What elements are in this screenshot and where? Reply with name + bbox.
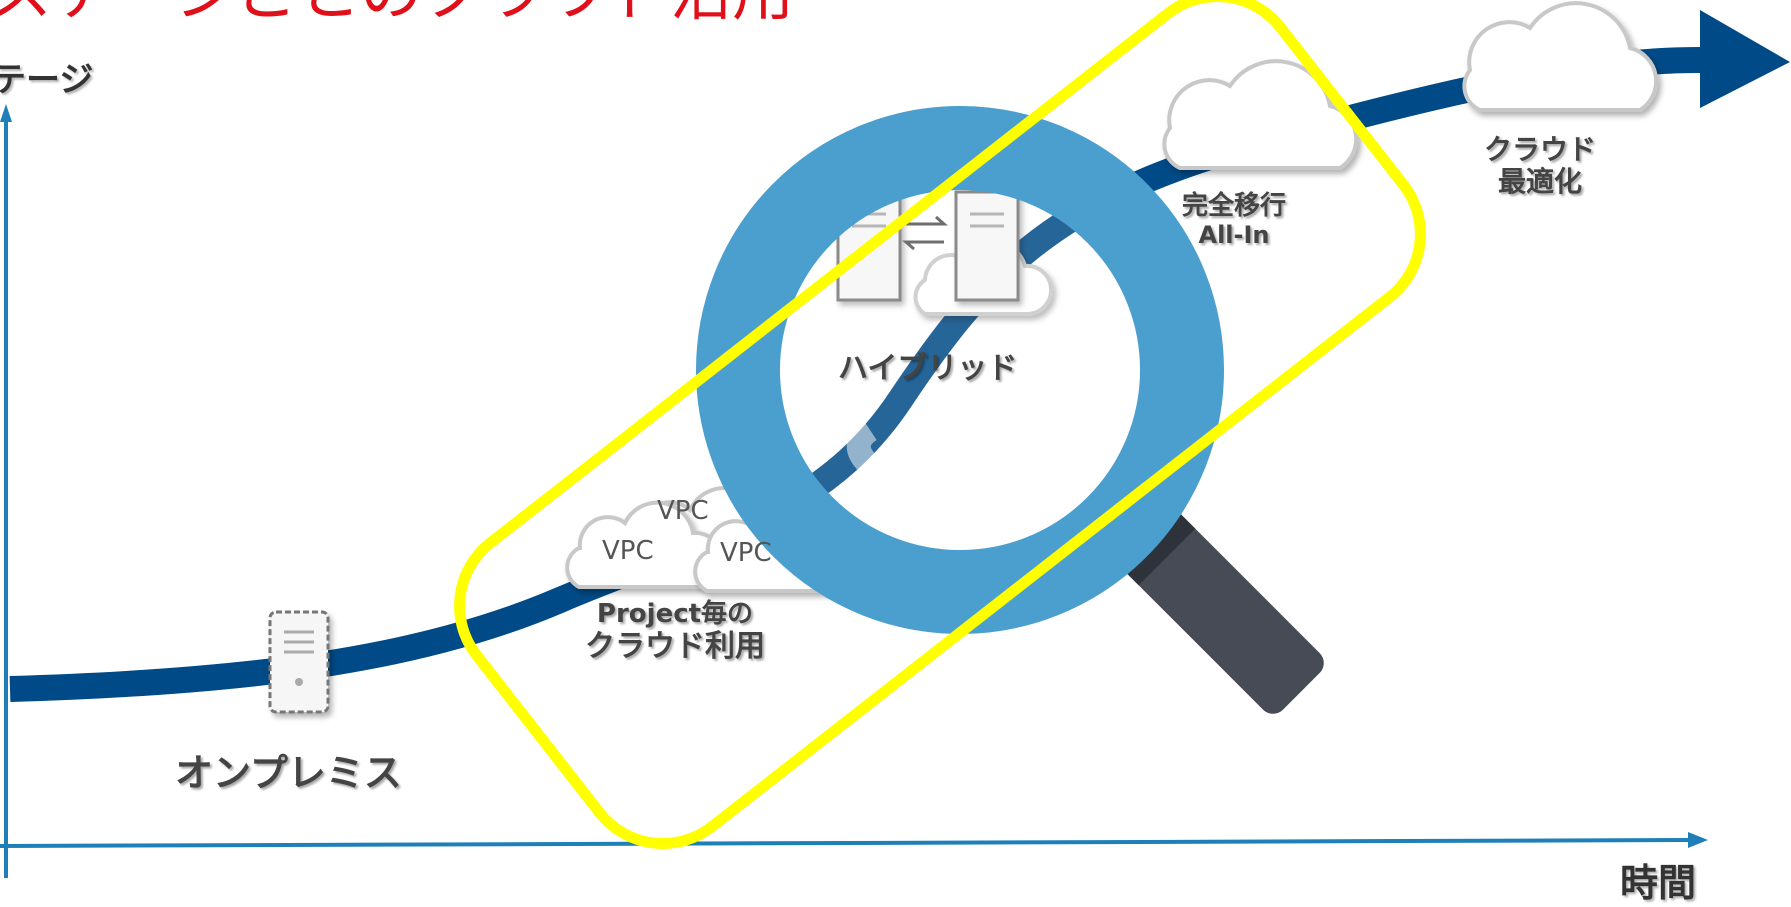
vpc-label: VPC: [720, 538, 772, 568]
magnifier-icon: [696, 106, 1324, 714]
stage-label-optimization: クラウド 最適化: [1484, 133, 1597, 199]
stage-label-line: クラウド: [1484, 133, 1597, 166]
cloud-icon: [565, 500, 724, 589]
stage-label-line: All-In: [1198, 220, 1270, 249]
exchange-arrows-icon: [902, 215, 948, 251]
vpc-label: VPC: [657, 496, 709, 526]
stage-label-onpremise: オンプレミス: [175, 751, 402, 795]
y-axis-label: テージ: [0, 60, 94, 100]
y-axis: [0, 104, 12, 878]
highlight-frame: [454, 0, 1426, 850]
diagram-graphics: [0, 0, 1790, 878]
stage-label-line: 完全移行: [1182, 191, 1287, 221]
server-icon: [268, 610, 330, 714]
cloud-icon: [1462, 1, 1659, 112]
stage-label-hybrid: ハイブリッド: [838, 351, 1018, 386]
x-axis-label: 時間: [1620, 861, 1697, 905]
stage-label-allin: 完全移行 All-In: [1182, 191, 1287, 249]
x-axis: [0, 832, 1708, 848]
vpc-label: VPC: [602, 536, 654, 566]
curve-arrowhead: [1700, 10, 1790, 108]
stage-label-project: Project毎の クラウド利用: [585, 599, 765, 664]
growth-curve: [9, 10, 1790, 702]
stage-label-line: 最適化: [1498, 165, 1583, 199]
cloud-icon: [1162, 59, 1359, 170]
diagram-title: ステージごとのクラウド活用: [0, 0, 1510, 24]
stage-label-line: クラウド利用: [585, 628, 765, 664]
stage-label-line: Project毎の: [596, 599, 754, 629]
